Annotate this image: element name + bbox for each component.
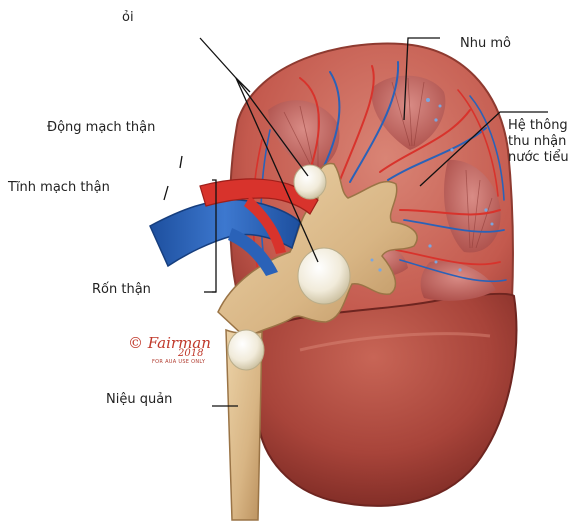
label-nieu-quan: Niệu quản	[106, 392, 172, 408]
stone-ureter	[228, 330, 264, 370]
signature-note: FOR AUA USE ONLY	[152, 359, 211, 365]
label-nhu-mo: Nhu mô	[460, 36, 511, 52]
artist-signature: © Fairman 2018 FOR AUA USE ONLY	[128, 334, 211, 365]
label-ron-than: Rốn thận	[92, 282, 151, 298]
stone-calyx	[294, 165, 326, 199]
label-soi: ỏi	[122, 10, 134, 26]
kidney-lower-pole	[256, 294, 516, 506]
label-dong-mach-than: Động mạch thận	[47, 120, 155, 136]
stone-pelvis	[298, 248, 350, 304]
label-tinh-mach-than: Tĩnh mạch thận	[8, 180, 110, 196]
label-he-thong: Hệ thông thu nhận nước tiểu	[508, 118, 569, 166]
